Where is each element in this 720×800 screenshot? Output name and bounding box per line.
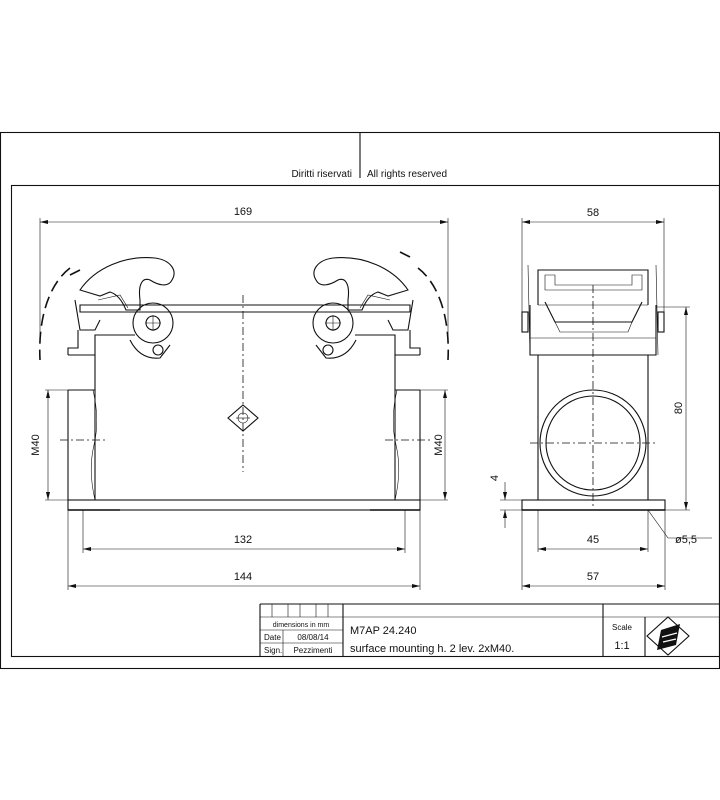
- sheet-frame: [0, 131, 720, 670]
- sign-label: Sign.: [264, 646, 282, 655]
- side-body: [537, 355, 649, 500]
- scale-label: Scale: [612, 623, 633, 632]
- dim-4-label: 4: [489, 475, 501, 481]
- drawing-code: M7AP 24.240: [350, 625, 416, 637]
- dim-58-label: 58: [587, 207, 599, 219]
- side-view: 58 80 4 45 57 ø5,5: [489, 207, 712, 590]
- dimensions-note: dimensions in mm: [273, 622, 330, 629]
- dim-hole-diameter-label: ø5,5: [675, 534, 697, 546]
- front-center-marking: [227, 404, 259, 432]
- header-left-text: Diritti riservati: [291, 169, 352, 180]
- header-right-text: All rights reserved: [367, 169, 447, 180]
- left-lever: [74, 257, 175, 359]
- front-base-plate: [67, 499, 421, 511]
- ilme-logo: [646, 616, 690, 656]
- side-base-plate: [521, 499, 666, 511]
- drawing-description: surface mounting h. 2 lev. 2xM40.: [350, 643, 514, 655]
- dim-80-label: 80: [673, 402, 685, 414]
- front-top-rail: [79, 304, 411, 313]
- side-thread-inner: [545, 395, 641, 491]
- title-block: dimensions in mm Date 08/08/14 Sign. Pez…: [259, 603, 719, 656]
- dim-144-label: 144: [234, 571, 252, 583]
- front-body: [94, 355, 396, 501]
- sign-value: Pezzimenti: [293, 646, 332, 655]
- dim-m40-right-label: M40: [433, 434, 445, 455]
- dim-m40-left-label: M40: [30, 434, 42, 455]
- dim-45-label: 45: [587, 534, 599, 546]
- date-label: Date: [264, 633, 281, 642]
- front-view: 169 M40 M40 132 144: [30, 206, 450, 590]
- side-top-cover: [537, 269, 649, 305]
- left-swing-arc: [38, 267, 71, 361]
- dim-169-label: 169: [234, 206, 252, 218]
- right-lever: [312, 257, 414, 359]
- dim-132-label: 132: [234, 534, 252, 546]
- scale-value: 1:1: [614, 640, 629, 652]
- right-swing-arc: [417, 267, 450, 361]
- dim-57-label: 57: [587, 571, 599, 583]
- date-value: 08/08/14: [297, 633, 329, 642]
